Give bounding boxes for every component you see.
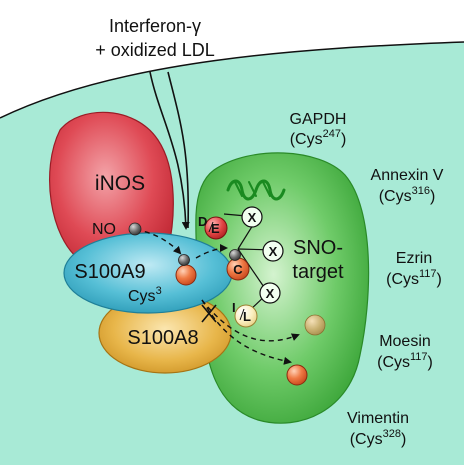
no-sphere-icon <box>128 222 142 236</box>
transnitrosylation-arrow <box>195 244 228 259</box>
s100a9-label: S100A9 <box>74 261 145 283</box>
i-residue-label: I <box>232 300 236 315</box>
target-name: Moesin <box>379 333 431 350</box>
moesin-target-sphere <box>304 314 326 336</box>
stimulus-arrow-right <box>167 71 190 229</box>
target-vimentin: Vimentin (Cys328) <box>347 410 409 448</box>
x-node-3-label: X <box>266 286 275 301</box>
sno-target-label-1: SNO- <box>293 237 343 259</box>
target-name: Annexin V <box>371 167 444 184</box>
cys3-no-sphere-icon <box>178 254 190 266</box>
l-residue-label: L <box>243 309 251 324</box>
target-cys: (Cys247) <box>290 128 347 148</box>
cys3-label: Cys3 <box>128 285 162 305</box>
target-ezrin: Ezrin (Cys117) <box>386 250 442 288</box>
inos-label: iNOS <box>95 172 145 195</box>
target-moesin: Moesin (Cys117) <box>377 333 433 371</box>
vimentin-target-sphere <box>286 364 308 386</box>
stimulus-arrow-left <box>149 71 190 230</box>
stimulus-line-2: + oxidized LDL <box>95 40 215 60</box>
target-cys: (Cys328) <box>350 428 407 448</box>
c-residue-label: C <box>233 262 243 277</box>
target-name: Ezrin <box>396 250 432 267</box>
target-cys: (Cys117) <box>377 351 433 371</box>
cys3-sphere-icon <box>175 264 197 286</box>
target-name: GAPDH <box>290 111 347 128</box>
target-name: Vimentin <box>347 410 409 427</box>
target-annexin-v: Annexin V (Cys316) <box>371 167 444 205</box>
x-node-2: X <box>262 240 284 262</box>
target-cys: (Cys316) <box>379 185 436 205</box>
cell-membrane <box>0 41 464 119</box>
s100a8-label: S100A8 <box>127 327 198 349</box>
x-node-3: X <box>259 282 281 304</box>
blocked-arrow-vimentin <box>201 299 292 365</box>
c-residue: C <box>226 249 250 281</box>
e-residue-label: E <box>211 221 220 236</box>
helix-icon <box>226 179 286 201</box>
d-residue-label: D <box>198 214 207 229</box>
stimulus-line-1: Interferon-γ <box>109 16 201 36</box>
x-node-1: X <box>241 206 263 228</box>
x-node-2-label: X <box>269 244 278 259</box>
target-gapdh: GAPDH (Cys247) <box>290 111 347 148</box>
de-residue: D E <box>198 214 228 240</box>
helix-back-icon <box>234 181 271 197</box>
block-cross-icon <box>201 304 217 323</box>
x-node-1-label: X <box>248 210 257 225</box>
no-label: NO <box>92 221 116 238</box>
sno-target-label-2: target <box>292 261 344 283</box>
il-residue: I L <box>232 300 258 328</box>
target-cys: (Cys117) <box>386 268 442 288</box>
